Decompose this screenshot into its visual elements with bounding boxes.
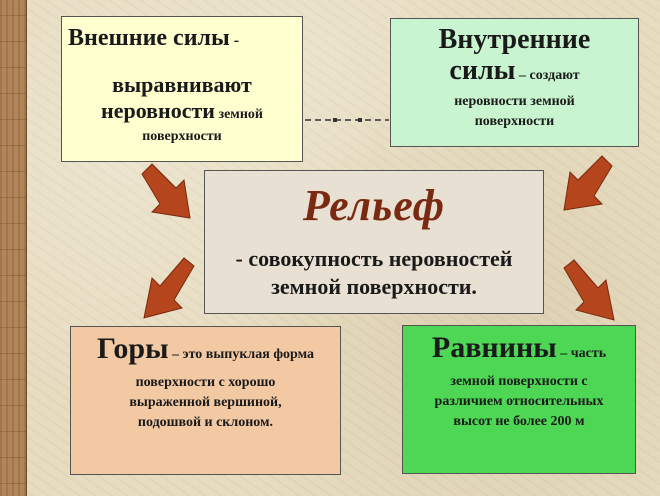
- plains-box: Равнины – часть земной поверхности с раз…: [402, 325, 636, 474]
- relief-definition-box: Рельеф - совокупность неровностей земной…: [204, 170, 544, 314]
- external-forces-object: неровности: [101, 98, 215, 123]
- mountains-box: Горы – это выпуклая форма поверхности с …: [70, 326, 341, 475]
- relief-title: Рельеф: [302, 181, 446, 230]
- plains-title-suffix: – часть: [556, 346, 607, 361]
- mountains-line4: подошвой и склоном.: [137, 415, 274, 430]
- arrow-internal-to-relief: [563, 155, 613, 211]
- mountains-line2: поверхности с хорошо: [135, 375, 276, 390]
- arrow-external-to-relief: [141, 163, 191, 219]
- external-forces-title: Внешние силы -: [62, 23, 302, 56]
- plains-title: Равнины: [431, 331, 557, 364]
- external-forces-title-dash: -: [229, 32, 240, 49]
- external-forces-title-text: Внешние силы: [68, 25, 230, 51]
- mountains-title: Горы: [96, 332, 169, 365]
- arrow-relief-to-mountains: [143, 257, 195, 319]
- external-forces-line4: поверхности: [142, 129, 222, 144]
- relief-definition-line1: - совокупность неровностей: [235, 246, 513, 271]
- plains-line3: различием относительных: [434, 394, 604, 409]
- mountains-title-suffix: – это выпуклая форма: [168, 347, 315, 362]
- internal-forces-title-word: силы: [449, 55, 516, 86]
- external-forces-object-suffix: земной: [214, 107, 263, 122]
- internal-forces-line4: поверхности: [474, 114, 555, 129]
- external-forces-verb: выравнивают: [112, 72, 252, 97]
- arrow-relief-to-plains: [563, 259, 615, 321]
- relief-definition-line2: земной поверхности.: [271, 274, 477, 299]
- plains-line4: высот не более 200 м: [453, 414, 585, 429]
- plains-heading: Равнины – часть: [403, 330, 635, 372]
- mountains-line3: выраженной вершиной,: [129, 395, 282, 410]
- internal-forces-title: Внутренние: [438, 24, 591, 55]
- plains-line2: земной поверхности с: [450, 374, 588, 389]
- external-forces-box: Внешние силы - выравнивают неровности зе…: [61, 16, 303, 162]
- forces-connector-line: [305, 118, 389, 122]
- wood-border: [0, 0, 27, 496]
- internal-forces-box: Внутренние силы – создают неровности зем…: [390, 18, 639, 147]
- internal-forces-line2: силы – создают: [391, 55, 638, 92]
- internal-forces-verb: – создают: [515, 68, 580, 83]
- internal-forces-line3: неровности земной: [454, 94, 575, 109]
- mountains-heading: Горы – это выпуклая форма: [71, 331, 340, 373]
- external-forces-line3: неровности земной: [62, 98, 302, 128]
